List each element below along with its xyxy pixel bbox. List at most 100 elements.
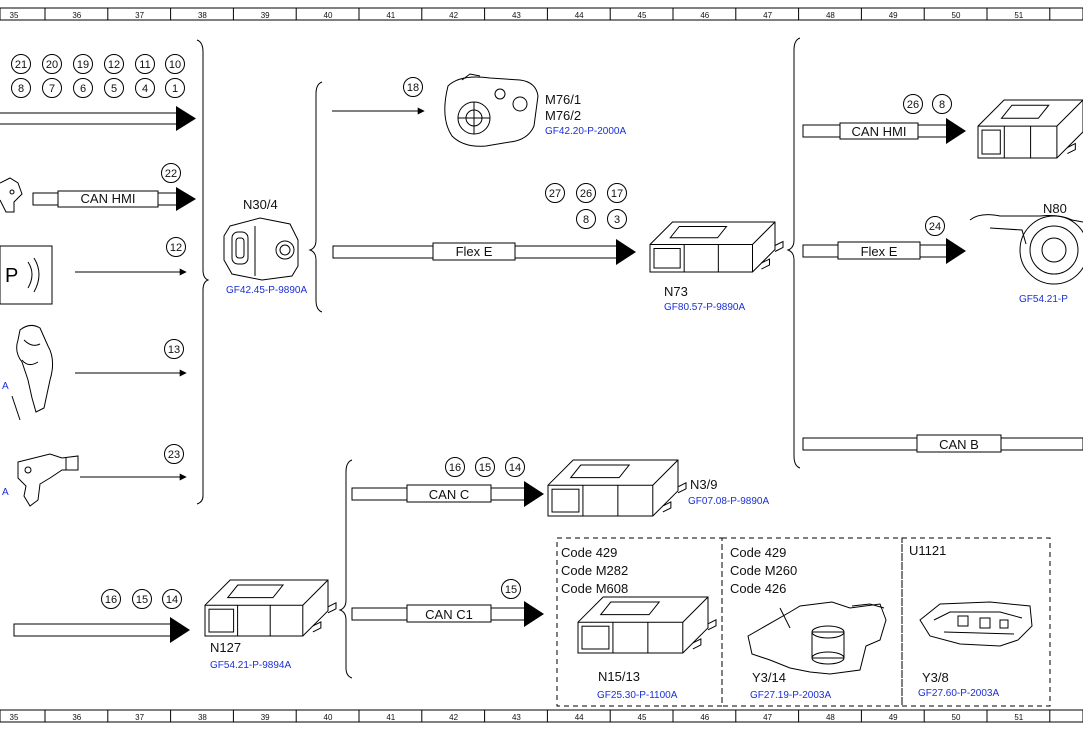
n127-label: N127 xyxy=(210,640,241,655)
sensor-plug-icon: A xyxy=(2,453,79,507)
lower-brace xyxy=(338,459,353,679)
y3-14-code-3: Code 426 xyxy=(730,581,786,596)
n73-ref: GF80.57-P-9890A xyxy=(664,302,745,313)
y3-14-code-box xyxy=(721,537,903,707)
can-hmi-left-label: CAN HMI xyxy=(81,191,136,206)
flex-e-right-bus: Flex E xyxy=(802,238,966,264)
ruler-number: 38 xyxy=(198,713,207,722)
can-c1-label: CAN C1 xyxy=(425,607,473,622)
m76-ref: GF42.20-P-2000A xyxy=(545,126,626,137)
callout-number: 1 xyxy=(165,78,185,98)
callout-number: 8 xyxy=(932,94,952,114)
callout-number: 17 xyxy=(607,183,627,203)
callout-label: 15 xyxy=(505,584,517,596)
callout-number: 26 xyxy=(903,94,923,114)
left-brace xyxy=(196,39,210,505)
callout-label: 14 xyxy=(166,594,178,606)
callout-number: 8 xyxy=(11,78,31,98)
ruler-number: 40 xyxy=(324,713,333,722)
n127-bus xyxy=(13,617,190,643)
ruler-number: 44 xyxy=(575,11,584,20)
ruler-number: 48 xyxy=(826,713,835,722)
ruler-number: 41 xyxy=(386,11,395,20)
callout-label: 16 xyxy=(105,594,117,606)
callout-label: 15 xyxy=(479,462,491,474)
ruler-number: 46 xyxy=(700,11,709,20)
callout-number: 3 xyxy=(607,209,627,229)
callout-label: 8 xyxy=(583,214,589,226)
ruler-number: 44 xyxy=(575,713,584,722)
callout-number: 26 xyxy=(576,183,596,203)
callout-number: 11 xyxy=(135,54,155,74)
callout-number: 16 xyxy=(101,589,121,609)
flex-e-mid-label: Flex E xyxy=(456,244,493,259)
top-left-bus-arrow xyxy=(0,106,196,131)
n15-13-code-box xyxy=(556,537,723,707)
callout-number: 7 xyxy=(42,78,62,98)
callout-number: 14 xyxy=(162,589,182,609)
y3-8-code-box xyxy=(901,537,1051,707)
ruler-number: 49 xyxy=(889,713,898,722)
callout-label: 13 xyxy=(168,344,180,356)
ruler-number: 47 xyxy=(763,11,772,20)
n80-ref: GF54.21-P xyxy=(1019,294,1068,305)
n15-13-label: N15/13 xyxy=(598,669,640,684)
callout-label: 7 xyxy=(49,83,55,95)
ruler-number: 45 xyxy=(638,11,647,20)
callout-number: 8 xyxy=(576,209,596,229)
n30-4-label: N30/4 xyxy=(243,197,278,212)
n15-13-code-3: Code M608 xyxy=(561,581,628,596)
callout-label: 8 xyxy=(18,83,24,95)
callout-label: 14 xyxy=(509,462,521,474)
ruler-number: 51 xyxy=(1014,11,1023,20)
callout-label: 21 xyxy=(15,59,27,71)
callout-label: 12 xyxy=(108,59,120,71)
y3-14-code-2: Code M260 xyxy=(730,563,797,578)
ruler-number: 46 xyxy=(700,713,709,722)
n80-label: N80 xyxy=(1043,201,1067,216)
ruler-number: 38 xyxy=(198,11,207,20)
callout-number: 4 xyxy=(135,78,155,98)
callout-number: 15 xyxy=(501,579,521,599)
callout-number: 5 xyxy=(104,78,124,98)
callout-label: 16 xyxy=(449,462,461,474)
y3-8-ref: GF27.60-P-2003A xyxy=(918,688,999,699)
can-hmi-right-bus: CAN HMI xyxy=(802,118,966,144)
callout-number: 16 xyxy=(445,457,465,477)
can-c1-bus: CAN C1 xyxy=(351,601,544,627)
callout-number: 15 xyxy=(132,589,152,609)
ruler-number: 36 xyxy=(72,713,81,722)
n30-4-ref: GF42.45-P-9890A xyxy=(226,285,307,296)
callout-label: 1 xyxy=(172,83,178,95)
callout-label: 26 xyxy=(907,99,919,111)
n3-9-control-unit-icon xyxy=(547,459,687,517)
callout-number: 12 xyxy=(166,237,186,257)
m76-label-1: M76/1 xyxy=(545,92,581,107)
callout-label: 20 xyxy=(46,59,58,71)
n127-control-unit-icon xyxy=(204,579,337,637)
n73-control-unit-icon xyxy=(649,221,784,273)
callout-number: 10 xyxy=(165,54,185,74)
n127-ref: GF54.21-P-9894A xyxy=(210,660,291,671)
callout-number: 27 xyxy=(545,183,565,203)
ruler-number: 42 xyxy=(449,713,458,722)
ruler-number: 37 xyxy=(135,713,144,722)
can-c-bus: CAN C xyxy=(351,481,544,507)
ruler-number: 35 xyxy=(10,713,19,722)
y3-8-code-1: U1121 xyxy=(909,543,946,558)
callout-label: 15 xyxy=(136,594,148,606)
n80-steering-module-icon xyxy=(969,214,1083,285)
middle-brace xyxy=(308,81,323,313)
n3-9-ref: GF07.08-P-9890A xyxy=(688,496,769,507)
callout-label: 22 xyxy=(165,168,177,180)
parking-sensor-icon: P xyxy=(0,245,53,305)
ruler-number: 43 xyxy=(512,11,521,20)
left-edge-ref-2: A xyxy=(2,487,9,498)
callout-number: 22 xyxy=(161,163,181,183)
right-top-control-unit-icon xyxy=(977,99,1083,159)
ruler-number: 51 xyxy=(1014,713,1023,722)
steering-stalk-icon: A xyxy=(2,324,54,421)
callout-number: 13 xyxy=(164,339,184,359)
